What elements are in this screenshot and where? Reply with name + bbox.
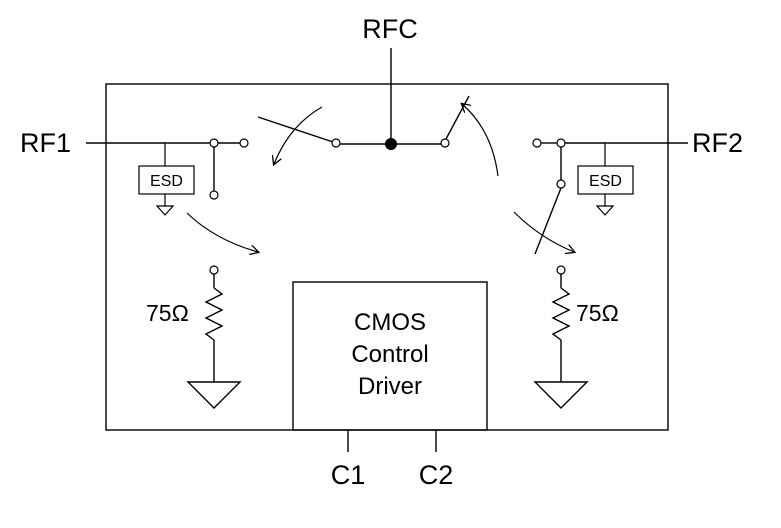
right-resistor-label: 75Ω (576, 300, 619, 326)
left-resistor (204, 287, 224, 341)
right-series-switch-blade (445, 95, 470, 140)
esd-left-box (138, 165, 195, 195)
right-shunt-switch-blade (534, 187, 562, 255)
cmos-driver-line1: CMOS (354, 309, 426, 336)
esd-right-ground-icon (595, 205, 615, 216)
rf2-node (556, 138, 566, 148)
right-ground-icon (533, 381, 589, 409)
left-shunt-contact-top (209, 190, 219, 200)
right-series-arrow-icon (462, 104, 499, 177)
cmos-driver-box (292, 281, 488, 431)
left-series-switch-blade (257, 116, 337, 144)
left-shunt-arrow-icon (186, 212, 258, 252)
rf2-series-contact (532, 138, 542, 148)
esd-left-ground-icon (155, 205, 175, 216)
rf2-pin-label: RF2 (692, 128, 743, 158)
left-series-contact (331, 138, 341, 148)
right-series-contact (440, 138, 450, 148)
right-shunt-arrow-icon (513, 211, 574, 252)
rfc-pin-label: RFC (362, 14, 418, 44)
left-ground-icon (186, 381, 242, 409)
right-shunt-contact-top (556, 179, 566, 189)
rf1-pin-label: RF1 (20, 128, 71, 158)
left-series-arrow-icon (274, 106, 323, 164)
cmos-driver-line2: Control (351, 341, 428, 368)
esd-right-label: ESD (589, 173, 622, 190)
left-shunt-contact-bottom (209, 265, 219, 275)
left-resistor-label: 75Ω (146, 300, 189, 326)
esd-left-label: ESD (150, 173, 183, 190)
cmos-driver-line3: Driver (358, 373, 422, 400)
c1-pin-label: C1 (331, 460, 366, 490)
right-shunt-contact-bottom (556, 265, 566, 275)
rf1-series-contact (239, 138, 249, 148)
c2-pin-label: C2 (419, 460, 454, 490)
right-resistor (551, 287, 571, 341)
rf1-node (209, 138, 219, 148)
